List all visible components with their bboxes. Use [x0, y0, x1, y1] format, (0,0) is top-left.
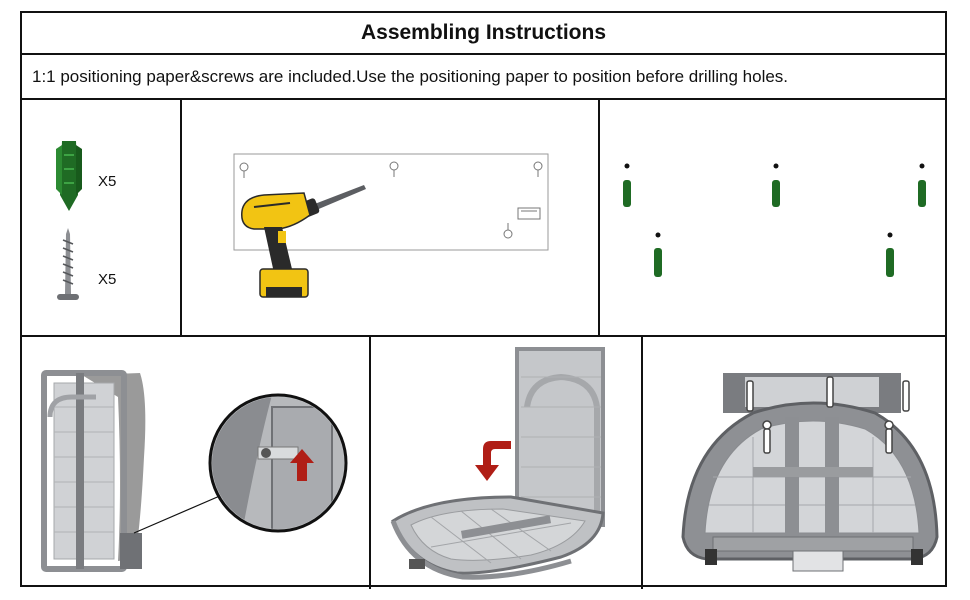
anchor-quantity: X5	[98, 173, 117, 190]
folded-board-cell	[22, 337, 369, 587]
parts-cell: X5 X5	[22, 102, 180, 335]
fold-arrow-icon	[475, 441, 511, 481]
column-divider	[369, 337, 371, 589]
row-divider	[22, 335, 945, 337]
title-row: Assembling Instructions	[22, 13, 945, 55]
instruction-sheet: Assembling Instructions 1:1 positioning …	[20, 11, 947, 589]
column-divider	[641, 337, 643, 589]
wall-anchor-icon	[56, 141, 82, 211]
mounted-board-cell	[643, 337, 947, 587]
column-divider	[180, 100, 182, 335]
unfolding-board-cell	[371, 337, 641, 587]
up-arrow-icon	[290, 449, 314, 481]
screw-quantity: X5	[98, 271, 117, 288]
page-title: Assembling Instructions	[360, 21, 607, 44]
column-divider	[598, 100, 600, 335]
installed-anchors-icon	[623, 163, 926, 277]
mounted-ironing-board-icon	[681, 373, 939, 572]
folded-ironing-board-icon	[41, 370, 348, 572]
instruction-note: 1:1 positioning paper&screws are include…	[32, 66, 789, 86]
note-row: 1:1 positioning paper&screws are include…	[22, 55, 945, 100]
unfolding-ironing-board-icon	[390, 347, 605, 580]
drilling-cell	[182, 102, 598, 335]
screw-icon	[57, 228, 79, 300]
anchors-placed-cell	[600, 102, 947, 335]
power-drill-icon	[241, 185, 366, 298]
